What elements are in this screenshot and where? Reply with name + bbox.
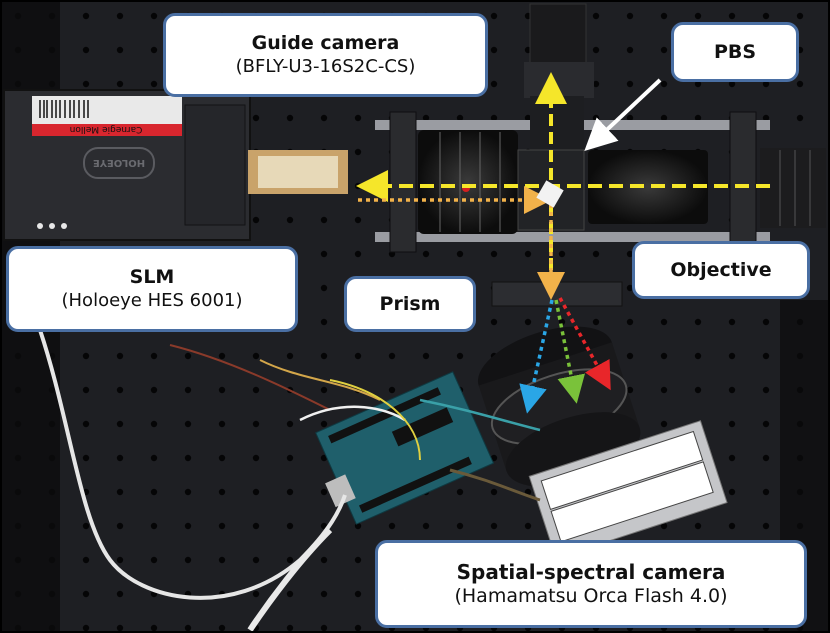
- objective-callout: Objective: [632, 241, 810, 299]
- slm-callout: SLM (Holoeye HES 6001): [6, 246, 298, 332]
- prism-title: Prism: [379, 293, 441, 315]
- pbs-title: PBS: [713, 41, 757, 63]
- slm-model: (Holoeye HES 6001): [61, 290, 243, 311]
- spatial-spectral-camera-title: Spatial-spectral camera: [456, 560, 726, 584]
- slm-device: Carnegie Mellon HOLOEYE: [3, 89, 348, 241]
- objective-device: [588, 148, 826, 228]
- objective-title: Objective: [670, 259, 772, 281]
- pbs-callout: PBS: [671, 22, 799, 82]
- relay-lens: [418, 130, 518, 234]
- arduino-board: [315, 371, 495, 525]
- cables: [38, 329, 541, 632]
- guide-camera-model: (BFLY-U3-16S2C-CS): [235, 56, 416, 77]
- beam-blue: [519, 299, 554, 414]
- spatial-spectral-camera-model: (Hamamatsu Orca Flash 4.0): [454, 585, 728, 607]
- prism-callout: Prism: [344, 276, 476, 332]
- light-paths: [356, 72, 770, 414]
- pbs-pointer-arrow: [584, 78, 662, 151]
- slm-title: SLM: [129, 266, 175, 288]
- guide-camera-callout: Guide camera (BFLY-U3-16S2C-CS): [163, 13, 488, 97]
- sticker-text: Carnegie Mellon: [70, 124, 143, 134]
- holoeye-logo: HOLOEYE: [93, 157, 145, 168]
- guide-camera-title: Guide camera: [251, 32, 400, 54]
- spatial-spectral-camera-callout: Spatial-spectral camera (Hamamatsu Orca …: [375, 540, 807, 628]
- guide-camera-device: [524, 3, 594, 156]
- beam-splitter-glint: [536, 180, 564, 208]
